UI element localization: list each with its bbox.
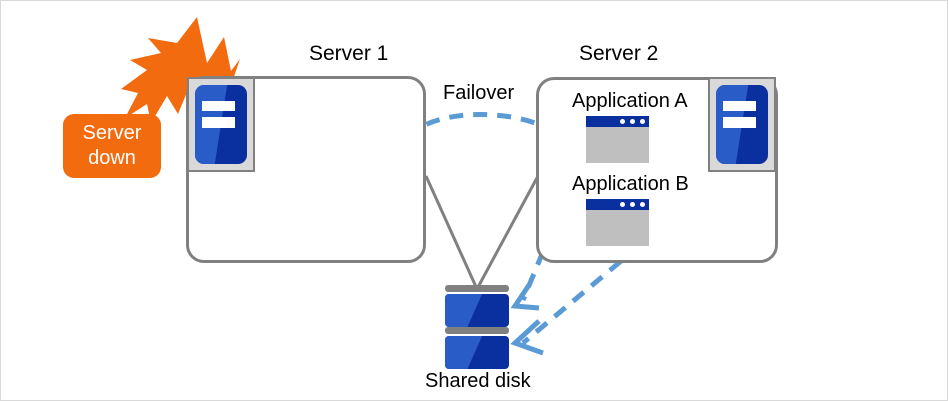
server1-unit-icon — [187, 77, 255, 172]
arrow-app-b-head — [510, 319, 544, 356]
failover-arrow-curve — [405, 111, 555, 140]
server1-title: Server 1 — [309, 42, 389, 65]
server1-led-bar-2 — [202, 117, 236, 128]
server-down-line1: Server — [82, 122, 142, 144]
window-dot-2 — [630, 119, 635, 124]
disk-cap-bottom — [445, 327, 509, 334]
server1-led-bar-1 — [202, 100, 236, 112]
disk-cap-top — [445, 285, 509, 292]
server2-unit-icon — [708, 77, 776, 172]
shared-disk-label: Shared disk — [425, 370, 531, 392]
application-b-titlebar — [586, 199, 649, 210]
arrow-app-a-head — [510, 283, 540, 311]
shared-disk-platter-top — [445, 285, 509, 327]
application-a-window-icon[interactable] — [586, 116, 649, 163]
server2-title: Server 2 — [579, 42, 659, 65]
window-dot-1 — [620, 119, 625, 124]
disk-body-bottom — [445, 336, 509, 369]
connector-server1-to-disk — [424, 175, 479, 290]
shared-disk-platter-bottom — [445, 327, 509, 369]
application-a-titlebar — [586, 116, 649, 127]
server-down-badge: Server down — [63, 114, 161, 178]
server-down-line2: down — [88, 147, 136, 169]
window-dot-3 — [640, 119, 645, 124]
server2-led-bar-1 — [723, 100, 757, 112]
failover-label: Failover — [443, 82, 515, 104]
application-b-label: Application B — [572, 173, 689, 195]
window-dot-2 — [630, 202, 635, 207]
window-dot-1 — [620, 202, 625, 207]
application-b-window-icon[interactable] — [586, 199, 649, 246]
application-a-label: Application A — [572, 90, 688, 112]
disk-body-top — [445, 294, 509, 327]
failure-burst-icon — [121, 17, 240, 123]
connector-server2-to-disk — [475, 175, 540, 290]
window-dot-3 — [640, 202, 645, 207]
server2-led-bar-2 — [723, 117, 757, 128]
